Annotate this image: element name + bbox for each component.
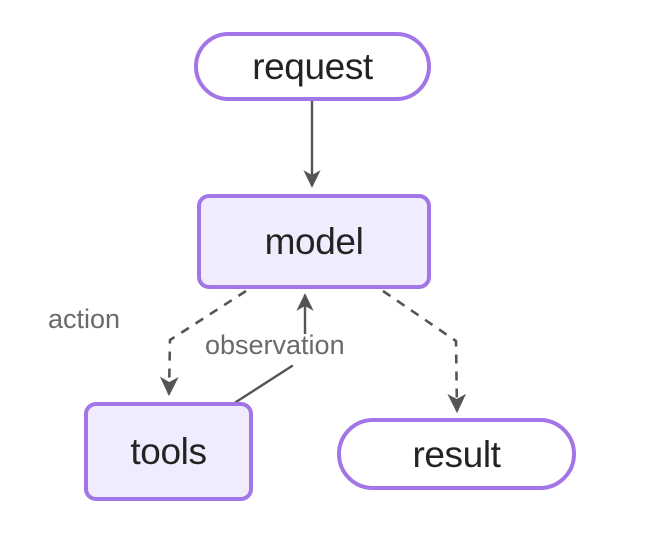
edge-label-action: action: [48, 304, 121, 334]
edge-tools-to-model: [234, 293, 314, 404]
node-tools-label: tools: [130, 431, 207, 472]
edge-model-to-tools: [159, 289, 247, 397]
node-request-label: request: [252, 46, 373, 87]
edge-label-observation: observation: [205, 330, 345, 360]
node-request[interactable]: request: [194, 32, 431, 101]
node-model[interactable]: model: [197, 194, 431, 289]
edge-model-to-result: [382, 289, 467, 414]
node-result-label: result: [412, 433, 501, 475]
node-result[interactable]: result: [337, 418, 576, 490]
node-model-label: model: [264, 221, 364, 262]
node-tools[interactable]: tools: [84, 402, 253, 501]
